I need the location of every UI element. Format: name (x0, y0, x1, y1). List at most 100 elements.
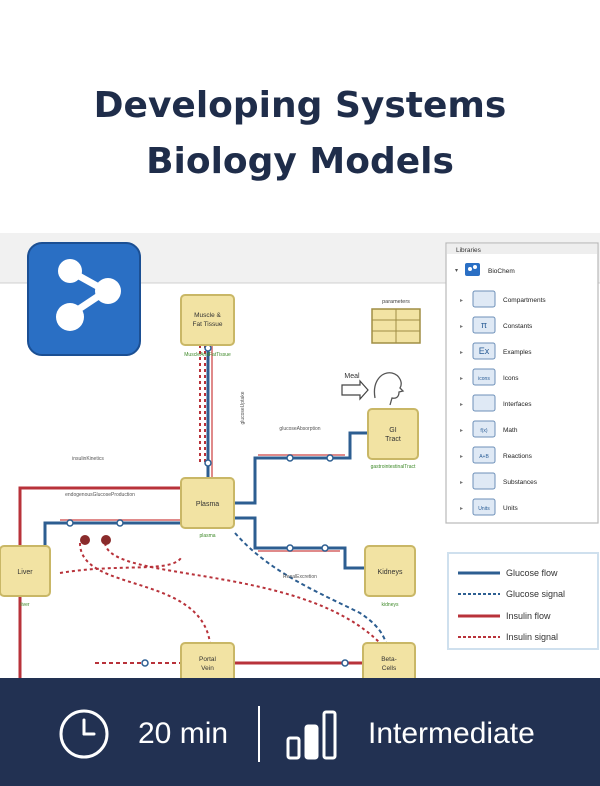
node-gi-tract[interactable]: GI Tract gastrointestinalTract (367, 408, 419, 470)
course-footer (0, 678, 600, 786)
expand-arrow-icon[interactable]: ▸ (460, 324, 463, 330)
share-nodes-icon (27, 242, 141, 356)
glucose-flow-lines (43, 333, 368, 570)
library-item-label: Units (503, 505, 519, 512)
page-title: Developing Systems Biology Models (0, 78, 600, 190)
units-icon-glyph: Units (478, 506, 490, 512)
title-line-1: Developing Systems (93, 85, 507, 126)
node-plasma-id: plasma (199, 533, 215, 539)
label-glucose-uptake: glucoseUptake (240, 391, 246, 424)
person-head-icon (373, 372, 405, 406)
node-portal-label: Portal (199, 656, 217, 663)
expand-arrow-icon[interactable]: ▸ (460, 506, 463, 512)
substances-icon (472, 472, 496, 490)
node-gi-label: GI (389, 427, 396, 434)
node-muscle-label: Fat Tissue (193, 321, 223, 328)
legend-glucose-flow: Glucose flow (506, 568, 558, 578)
math-icon-glyph: f(x) (480, 428, 488, 434)
node-kidneys-id: kidneys (382, 602, 399, 608)
node-liver-label: Liver (17, 569, 33, 576)
insulin-signal-node (80, 535, 90, 545)
library-item-label: Icons (503, 375, 519, 382)
library-item-math[interactable]: ▸ f(x) Math (460, 420, 518, 438)
library-root-label: BioChem (488, 268, 515, 275)
pi-icon-glyph: π (481, 320, 487, 330)
pi-icon (472, 316, 496, 334)
library-item-constants[interactable]: ▸ π Constants (460, 316, 533, 334)
expand-arrow-icon[interactable]: ▸ (460, 350, 463, 356)
reactions-icon-glyph: A+B (479, 454, 489, 460)
library-item-label: Compartments (503, 297, 546, 304)
library-item-examples[interactable]: ▸ Ex Examples (460, 342, 532, 360)
label-endogenous-production: endogenousGlucoseProduction (65, 492, 135, 498)
biochem-icon (465, 263, 480, 276)
library-item-compartments[interactable]: ▸ Compartments (460, 290, 546, 308)
expand-arrow-icon[interactable]: ▸ (460, 402, 463, 408)
label-glucose-absorption: glucoseAbsorption (279, 426, 320, 432)
clock-icon (59, 709, 109, 759)
node-gi-id: gastrointestinalTract (371, 464, 416, 470)
compartments-icon (472, 290, 496, 308)
legend-insulin-flow: Insulin flow (506, 611, 551, 621)
library-item-label: Interfaces (503, 401, 532, 408)
node-beta-cells[interactable]: Beta- Cells (362, 642, 416, 678)
insulin-signal-node (101, 535, 111, 545)
library-item-label: Examples (503, 349, 532, 356)
label-insulin-kinetics: insulinKinetics (72, 456, 104, 462)
meal-arrow-icon (341, 379, 369, 401)
legend-glucose-signal: Glucose signal (506, 589, 565, 599)
expand-arrow-icon[interactable]: ▸ (460, 480, 463, 486)
node-beta-label: Beta- (381, 656, 397, 663)
library-item-label: Constants (503, 323, 533, 330)
diagram-canvas: Muscle & Fat Tissue MuscleAndFatTissue P… (0, 233, 600, 678)
expand-arrow-icon[interactable]: ▸ (460, 376, 463, 382)
icons-icon (472, 368, 496, 386)
library-item-substances[interactable]: ▸Substances (460, 472, 538, 490)
examples-icon (472, 342, 496, 360)
node-kidneys[interactable]: Kidneys kidneys (364, 545, 416, 608)
node-plasma[interactable]: Plasma plasma (180, 477, 235, 539)
library-item-label: Math (503, 427, 518, 434)
node-liver[interactable]: Liver liver (0, 545, 51, 608)
node-muscle-id: MuscleAndFatTissue (184, 352, 231, 358)
duration-label: 20 min (138, 717, 229, 750)
meal-input: Meal (341, 372, 405, 406)
library-items: ▸ Compartments ▸ π Constants ▸ Ex Examples ▸icon… (460, 290, 546, 516)
node-muscle[interactable]: Muscle & Fat Tissue MuscleAndFatTissue (180, 294, 235, 358)
difficulty-label: Intermediate (368, 717, 535, 750)
model-diagram-screenshot: Muscle & Fat Tissue MuscleAndFatTissue P… (0, 233, 600, 678)
library-item-units[interactable]: ▸ Units Units (460, 498, 519, 516)
signal-bars-icon (286, 710, 337, 760)
connector-dots (66, 344, 349, 667)
node-liver-id: liver (20, 602, 30, 608)
libraries-title: Libraries (456, 247, 482, 254)
library-root-biochem[interactable]: ▾ BioChem (455, 263, 515, 276)
insulin-signal-lines (59, 333, 381, 644)
node-muscle-label: Muscle & (194, 312, 221, 319)
legend: Glucose flow Glucose signal Insulin flow… (447, 552, 599, 650)
node-gi-label: Tract (385, 436, 401, 443)
title-line-2: Biology Models (146, 141, 454, 182)
expand-arrow-icon[interactable]: ▸ (460, 298, 463, 304)
node-portal-label: Vein (201, 665, 214, 672)
math-icon (472, 420, 496, 438)
legend-insulin-signal: Insulin signal (506, 632, 558, 642)
node-plasma-label: Plasma (196, 501, 219, 508)
interfaces-icon (472, 394, 496, 412)
expand-arrow-icon[interactable]: ▸ (460, 428, 463, 434)
units-icon (472, 498, 496, 516)
node-beta-label: Cells (382, 665, 397, 672)
libraries-panel[interactable]: Libraries ▾ BioChem ▸ Compartments ▸ π Const… (445, 242, 599, 524)
expand-arrow-icon[interactable]: ▸ (460, 454, 463, 460)
examples-icon-glyph: Ex (479, 346, 490, 356)
node-portal-vein[interactable]: Portal Vein (180, 642, 235, 678)
glucose-signal-lines (234, 532, 389, 652)
library-item-interfaces[interactable]: ▸ Interfaces (460, 394, 532, 412)
expand-arrow-icon[interactable]: ▾ (455, 268, 458, 274)
parameters-table[interactable]: parameters (371, 299, 421, 344)
meal-label: Meal (344, 373, 360, 380)
node-kidneys-label: Kidneys (378, 569, 403, 576)
reactions-icon (472, 446, 496, 464)
